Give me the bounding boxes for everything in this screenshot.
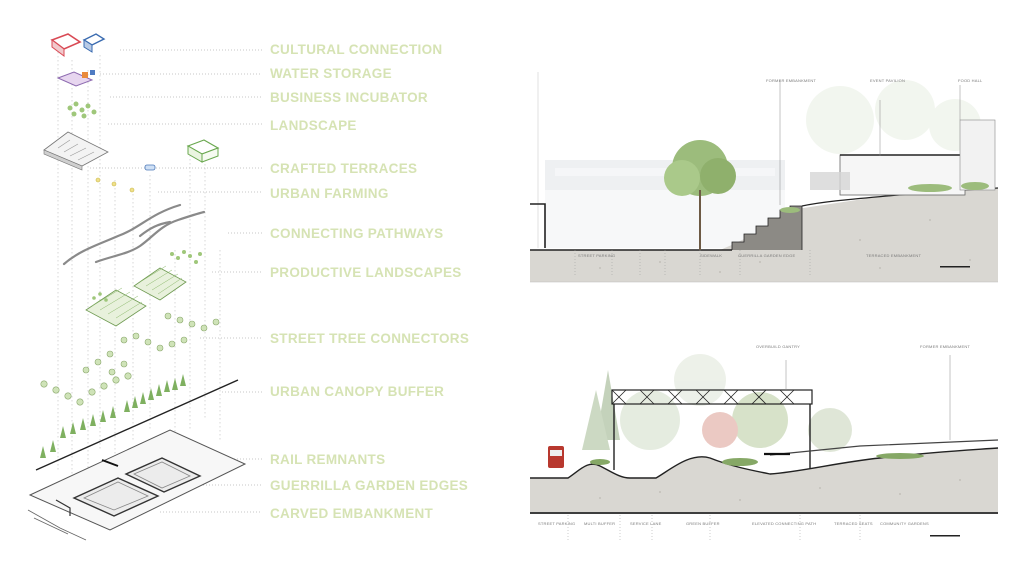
exploded-axonometric	[27, 33, 262, 541]
street-tree-connectors	[82, 312, 220, 376]
label-street-tree-connectors: STREET TREE CONNECTORS	[270, 331, 470, 346]
callout-food-hall: FOOD HALL	[958, 78, 983, 83]
label-guerrilla-garden-edge: GUERRILLA GARDEN EDGE	[738, 253, 796, 258]
label-crafted-terraces: CRAFTED TERRACES	[270, 161, 418, 176]
productive-landscapes	[85, 250, 202, 327]
label-carved-embankment: CARVED EMBANKMENT	[270, 506, 434, 521]
label-multi-buffer: MULTI BUFFER	[584, 521, 616, 526]
connecting-pathways	[62, 203, 206, 266]
label-elevated-connecting-path: ELEVATED CONNECTING PATH	[752, 521, 817, 526]
callout-event-pavilion: EVENT PAVILION	[870, 78, 906, 83]
label-business-incubator: BUSINESS INCUBATOR	[270, 90, 428, 105]
label-green-buffer: GREEN BUFFER	[686, 521, 720, 526]
label-street-parking-bottom: STREET PARKING	[538, 521, 576, 526]
label-urban-farming: URBAN FARMING	[270, 186, 389, 201]
callout-former-embankment-bottom: FORMER EMBANKMENT	[920, 344, 971, 349]
label-community-gardens: COMMUNITY GARDENS	[880, 521, 929, 526]
label-street-parking-top: STREET PARKING	[578, 253, 616, 258]
urban-canopy-buffer	[40, 372, 132, 406]
label-rail-remnants: RAIL REMNANTS	[270, 452, 386, 467]
crafted-terraces-plate	[43, 131, 109, 171]
callout-overbuild-gantry: OVERBUILD GANTRY	[756, 344, 801, 349]
label-guerrilla-garden-edges: GUERRILLA GARDEN EDGES	[270, 478, 469, 493]
label-sidewalk-top: SIDEWALK	[700, 253, 723, 258]
label-productive-landscapes: PRODUCTIVE LANDSCAPES	[270, 265, 462, 280]
cultural-connection-blocks	[50, 33, 106, 57]
urban-farming-volume	[186, 139, 220, 163]
label-terraced-embankment: TERRACED EMBANKMENT	[866, 253, 922, 258]
label-water-storage: WATER STORAGE	[270, 66, 392, 81]
label-service-lane: SERVICE LANE	[630, 521, 662, 526]
water-storage-blocks	[56, 70, 95, 87]
label-terraced-seats: TERRACED SEATS	[834, 521, 873, 526]
label-urban-canopy-buffer: URBAN CANOPY BUFFER	[270, 384, 445, 399]
label-cultural-connection: CULTURAL CONNECTION	[270, 42, 443, 57]
callout-former-embankment-top: FORMER EMBANKMENT	[766, 78, 817, 83]
landscape-trees	[67, 101, 97, 119]
label-connecting-pathways: CONNECTING PATHWAYS	[270, 226, 444, 241]
ground-plane	[27, 429, 247, 541]
label-landscape: LANDSCAPE	[270, 118, 357, 133]
